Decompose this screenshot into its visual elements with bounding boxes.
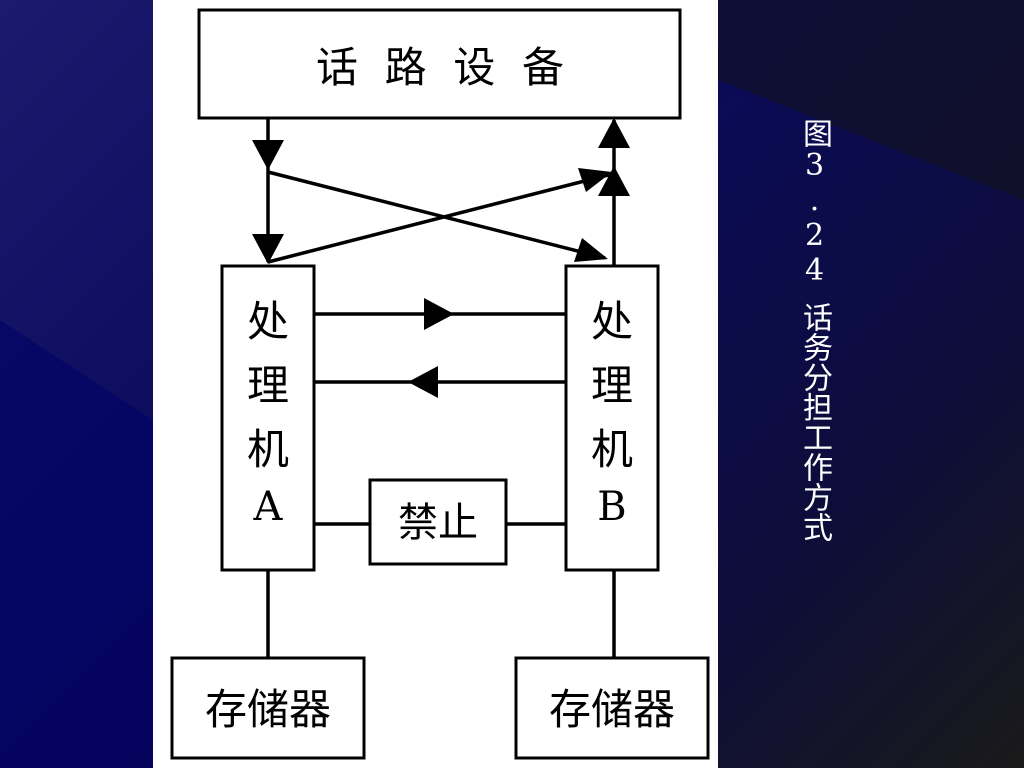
processor-a-char-4: A bbox=[253, 484, 284, 530]
cross-line-a-to-b bbox=[267, 170, 606, 260]
processor-b-char-3: 机 bbox=[591, 425, 633, 474]
line-equipment-box bbox=[197, 8, 682, 120]
left-down-arrow-1 bbox=[252, 140, 284, 170]
processor-b-char-4: B bbox=[597, 484, 626, 530]
processor-a-char-1: 处 bbox=[247, 297, 289, 346]
processor-b-box bbox=[564, 264, 660, 572]
link-a-to-b-arrow bbox=[424, 298, 454, 330]
processor-b-char-1: 处 bbox=[591, 297, 633, 346]
figure-number: 图3.24 bbox=[797, 118, 832, 288]
inhibit-label: 禁止 bbox=[398, 500, 478, 546]
storage-a-box bbox=[170, 656, 366, 760]
figure-caption: 图3.24 话务分担工作方式 bbox=[782, 118, 832, 542]
processor-b-char-2: 理 bbox=[591, 361, 633, 410]
storage-a-label: 存储器 bbox=[205, 685, 331, 734]
cross-arrow-to-b bbox=[574, 238, 608, 262]
line-equipment-label: 话 路 设 备 bbox=[316, 43, 564, 92]
storage-b-box bbox=[514, 656, 710, 760]
processor-a-char-3: 机 bbox=[247, 425, 289, 474]
link-b-to-a-arrow bbox=[408, 366, 438, 398]
right-up-arrow-2 bbox=[598, 166, 630, 196]
cross-line-b-to-a bbox=[267, 172, 613, 264]
cross-arrow-to-top bbox=[578, 168, 612, 192]
processor-a-char-2: 理 bbox=[247, 361, 289, 410]
inhibit-box bbox=[368, 478, 508, 566]
right-up-arrow-1 bbox=[598, 118, 630, 148]
storage-b-label: 存储器 bbox=[549, 685, 675, 734]
processor-a-box bbox=[220, 264, 316, 572]
figure-title: 话务分担工作方式 bbox=[797, 302, 832, 542]
left-down-arrow-2 bbox=[252, 234, 284, 264]
